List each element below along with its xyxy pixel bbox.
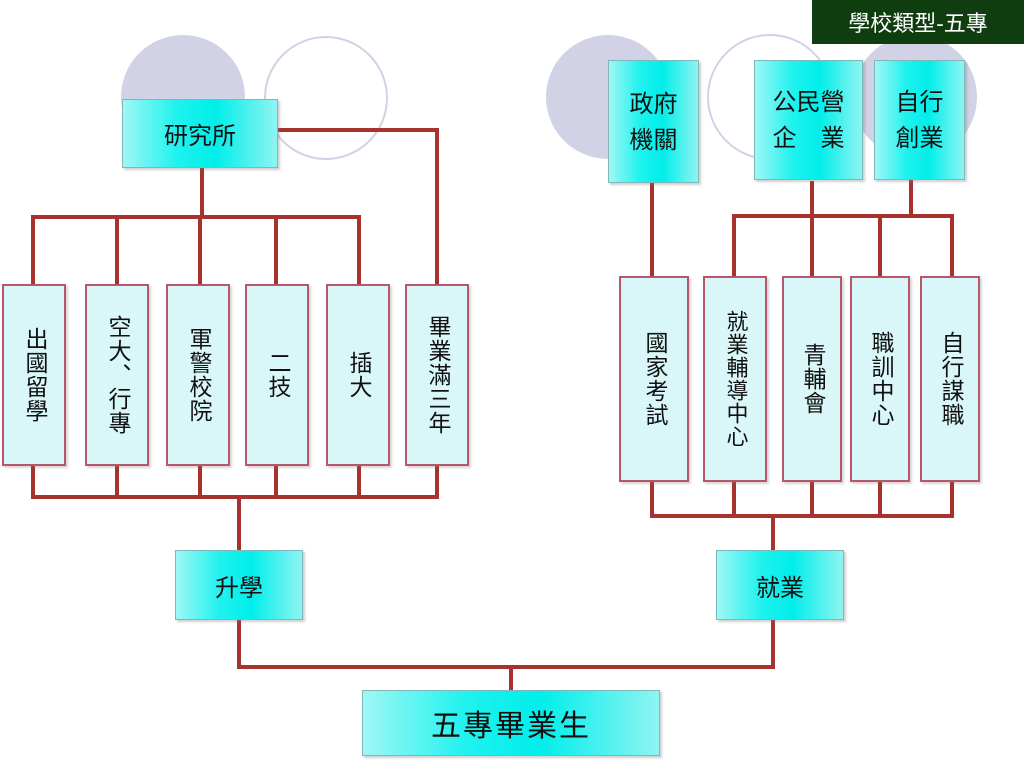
graduate-school-box: 研究所: [122, 99, 278, 168]
option-study-abroad-label: 出國留學: [21, 327, 47, 423]
option-transfer-exam-label: 插大: [345, 351, 371, 399]
option-self-job-search: 自行謀職: [920, 276, 980, 482]
further-study-label: 升學: [215, 573, 263, 602]
root-box: 五專畢業生: [362, 690, 660, 756]
option-open-university: 空大、行專: [85, 284, 149, 466]
root-label: 五專畢業生: [431, 709, 591, 744]
employer-self-startup-box: 自行 創業: [874, 60, 965, 180]
option-self-job-search-label: 自行謀職: [937, 331, 963, 427]
option-two-year-tech: 二技: [245, 284, 309, 466]
option-military-police-school: 軍警校院: [166, 284, 230, 466]
further-study-box: 升學: [175, 550, 303, 620]
connector-lines: [31, 128, 954, 692]
option-three-years-after-grad-label: 畢業滿三年: [424, 315, 450, 435]
employer-enterprise-line2: 企 業: [772, 124, 845, 152]
option-vocational-training-label: 職訓中心: [867, 331, 893, 427]
option-employment-center: 就業輔導中心: [703, 276, 767, 482]
option-military-police-school-label: 軍警校院: [185, 327, 211, 423]
option-youth-commission-label: 青輔會: [799, 343, 825, 415]
employer-self-startup-line1: 自行: [895, 88, 944, 116]
option-three-years-after-grad: 畢業滿三年: [405, 284, 469, 466]
employer-self-startup-line2: 創業: [895, 124, 944, 152]
employer-government-line1: 政府: [629, 89, 678, 118]
employment-box: 就業: [716, 550, 844, 620]
slide-title-tag: 學校類型-五專: [812, 0, 1024, 44]
option-two-year-tech-label: 二技: [264, 351, 290, 399]
employer-government-box: 政府 機關: [608, 60, 699, 183]
employer-government-line2: 機關: [629, 125, 678, 154]
graduate-school-label: 研究所: [164, 122, 236, 150]
employment-label: 就業: [756, 573, 804, 602]
option-study-abroad: 出國留學: [2, 284, 66, 466]
option-national-exam-label: 國家考試: [641, 331, 667, 427]
option-employment-center-label: 就業輔導中心: [722, 310, 748, 448]
decor-circle-outline: [264, 36, 388, 160]
employer-enterprise-box: 公民營 企 業: [754, 60, 863, 180]
option-open-university-label: 空大、行專: [104, 315, 130, 435]
option-transfer-exam: 插大: [326, 284, 390, 466]
option-vocational-training: 職訓中心: [850, 276, 910, 482]
option-youth-commission: 青輔會: [782, 276, 842, 482]
option-national-exam: 國家考試: [619, 276, 689, 482]
employer-enterprise-line1: 公民營: [772, 88, 845, 116]
